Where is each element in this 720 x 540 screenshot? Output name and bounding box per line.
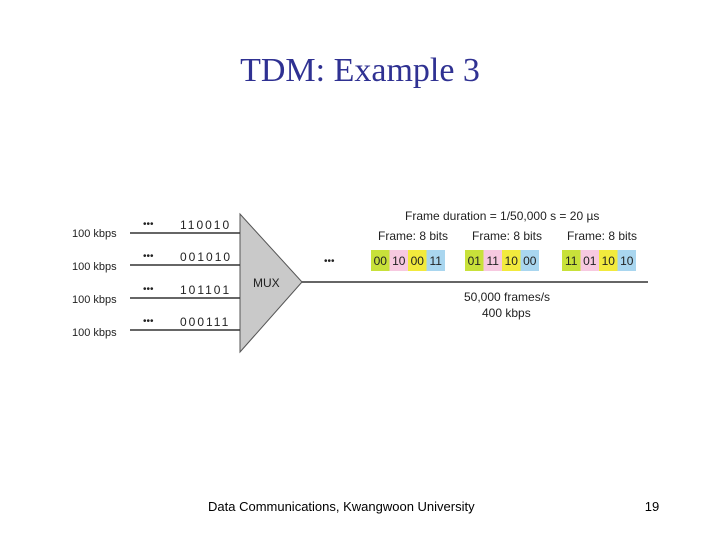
time-slot [483, 250, 502, 271]
input-line-4: 100 kbps ••• 000111 [72, 315, 240, 339]
time-slot-bits: 00 [523, 254, 537, 268]
input-line-1: 100 kbps ••• 110010 [72, 218, 240, 240]
frame-duration: Frame duration = 1/50,000 s = 20 µs [405, 209, 599, 223]
time-slot [580, 250, 599, 271]
input-bits: 000111 [180, 315, 230, 329]
slide-title: TDM: Example 3 [240, 52, 480, 89]
time-slot [599, 250, 618, 271]
time-slot-bits: 11 [487, 254, 500, 268]
time-slot [617, 250, 636, 271]
input-dots: ••• [143, 251, 154, 262]
mux-label: MUX [253, 276, 280, 290]
time-slot-bits: 01 [583, 254, 597, 268]
time-slot [502, 250, 521, 271]
time-slot [389, 250, 408, 271]
input-rate: 100 kbps [72, 261, 117, 273]
time-slot-bits: 10 [620, 254, 634, 268]
footer-text: Data Communications, Kwangwoon Universit… [208, 499, 475, 514]
input-bits: 110010 [180, 218, 231, 232]
frame-3: Frame: 8 bits 11 01 10 10 [562, 229, 637, 271]
input-line-2: 100 kbps ••• 001010 [72, 250, 240, 273]
time-slot-bits: 00 [411, 254, 425, 268]
time-slot-bits: 10 [392, 254, 406, 268]
input-bits: 001010 [180, 250, 232, 264]
time-slot-bits: 10 [505, 254, 519, 268]
time-slot-bits: 11 [565, 254, 578, 268]
frame-label: Frame: 8 bits [378, 229, 448, 243]
frame-label: Frame: 8 bits [472, 229, 542, 243]
input-rate: 100 kbps [72, 327, 117, 339]
input-dots: ••• [143, 219, 154, 230]
time-slot [426, 250, 445, 271]
page-number: 19 [644, 499, 660, 514]
time-slot-bits: 00 [374, 254, 388, 268]
time-slot [408, 250, 427, 271]
input-rate: 100 kbps [72, 228, 117, 240]
time-slot-bits: 01 [468, 254, 482, 268]
frame-slots: 00 10 00 11 [371, 250, 445, 271]
input-dots: ••• [143, 284, 154, 295]
input-dots: ••• [143, 316, 154, 327]
frame-1: Frame: 8 bits 00 10 00 11 [371, 229, 448, 271]
output-rate-frames: 50,000 frames/s [464, 290, 550, 304]
time-slot-bits: 10 [602, 254, 616, 268]
time-slot [465, 250, 484, 271]
time-slot [371, 250, 390, 271]
frame-2: Frame: 8 bits 01 11 10 00 [465, 229, 542, 271]
input-bits: 101101 [180, 283, 231, 297]
output-dots: ••• [324, 256, 335, 267]
input-rate: 100 kbps [72, 294, 117, 306]
time-slot-bits: 11 [430, 254, 443, 268]
output-rate-kbps: 400 kbps [482, 306, 531, 320]
input-line-3: 100 kbps ••• 101101 [72, 283, 240, 306]
mux-block [239, 212, 303, 354]
time-slot [562, 250, 581, 271]
frame-label: Frame: 8 bits [567, 229, 637, 243]
frame-slots: 11 01 10 10 [562, 250, 636, 271]
frame-slots: 01 11 10 00 [465, 250, 539, 271]
time-slot [520, 250, 539, 271]
